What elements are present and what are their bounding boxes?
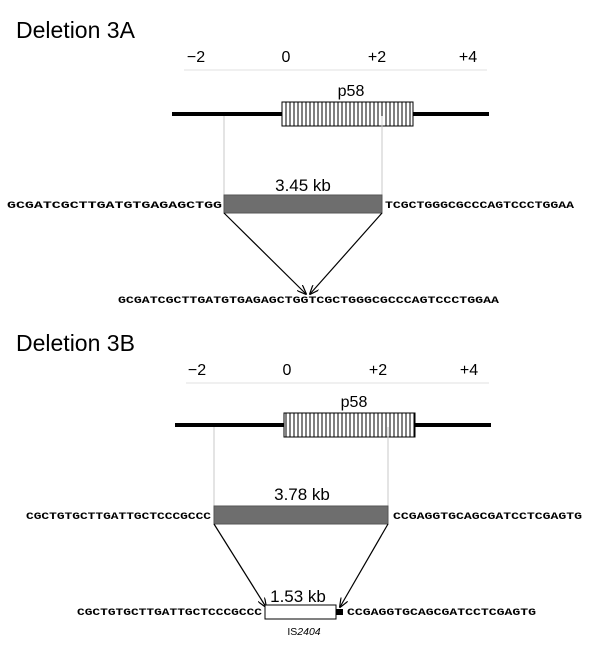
panel-b-insertion-tail bbox=[336, 609, 343, 615]
panel-b-tick-minus2: −2 bbox=[188, 362, 206, 379]
panel-a-arrow-right bbox=[310, 212, 383, 294]
panel-b-gene-label: p58 bbox=[341, 394, 368, 411]
panel-b-genome-map: p58 bbox=[175, 394, 491, 438]
panel-b-tick-plus4: +4 bbox=[460, 362, 478, 379]
panel-b-insertion-box bbox=[264, 604, 337, 620]
panel-b-insertion-name-prefix: IS bbox=[287, 626, 297, 638]
panel-b-arrow-right bbox=[340, 523, 389, 607]
panel-a-deletion: 3.45 kb GCGATCGCTTGATGTGAGAGCTGG TCGCTGG… bbox=[7, 176, 575, 214]
panel-a-tick-0: 0 bbox=[282, 49, 291, 66]
panel-a: Deletion 3A −2 0 +2 +4 p58 3.45 kb GCGAT… bbox=[7, 17, 575, 307]
panel-b-scale: −2 0 +2 +4 bbox=[186, 362, 489, 384]
panel-a-genome-map: p58 bbox=[172, 83, 489, 127]
panel-a-arrow-left bbox=[223, 212, 306, 294]
panel-b-deletion-size: 3.78 kb bbox=[274, 485, 330, 504]
panel-b-title: Deletion 3B bbox=[16, 330, 135, 356]
panel-b-tick-plus2: +2 bbox=[369, 362, 387, 379]
panel-b-deleted-region bbox=[213, 505, 389, 525]
panel-b-insertion-size: 1.53 kb bbox=[270, 587, 326, 606]
panel-a-deletion-size: 3.45 kb bbox=[275, 176, 331, 195]
panel-b-insertion-name: IS2404 bbox=[287, 626, 320, 638]
panel-b-arrows bbox=[213, 523, 389, 607]
panel-b-left-flank: CGCTGTGCTTGATTGCTCCCGCCC bbox=[26, 511, 212, 523]
panel-a-deleted-region bbox=[223, 194, 383, 214]
panel-a-junction-sequence: GCGATCGCTTGATGTGAGAGCTGGTCGCTGGGCGCCCAGT… bbox=[118, 295, 500, 307]
panel-a-tick-plus4: +4 bbox=[459, 49, 477, 66]
panel-b-junction-right: CCGAGGTGCAGCGATCCTCGAGTG bbox=[347, 607, 536, 619]
panel-b: Deletion 3B −2 0 +2 +4 p58 3.78 kb CGCTG… bbox=[16, 330, 582, 638]
panel-b-gene-box bbox=[283, 412, 416, 438]
panel-a-right-flank: TCGCTGGGCGCCCAGTCCCTGGAA bbox=[385, 200, 575, 212]
panel-b-deletion: 3.78 kb CGCTGTGCTTGATTGCTCCCGCCC CCGAGGT… bbox=[26, 485, 582, 525]
panel-a-guides bbox=[223, 116, 383, 195]
panel-a-tick-plus2: +2 bbox=[368, 49, 386, 66]
panel-a-left-flank: GCGATCGCTTGATGTGAGAGCTGG bbox=[7, 200, 222, 212]
panel-a-title: Deletion 3A bbox=[16, 17, 136, 43]
panel-a-tick-minus2: −2 bbox=[187, 49, 205, 66]
panel-a-gene-label: p58 bbox=[338, 83, 365, 100]
panel-b-right-flank: CCGAGGTGCAGCGATCCTCGAGTG bbox=[393, 511, 582, 523]
panel-b-insertion-name-number: 2404 bbox=[296, 626, 321, 638]
panel-a-gene-box bbox=[281, 101, 414, 127]
panel-b-junction: CGCTGTGCTTGATTGCTCCCGCCC 1.53 kb CCGAGGT… bbox=[77, 587, 536, 638]
panel-a-scale: −2 0 +2 +4 bbox=[184, 49, 487, 71]
panel-b-arrow-left bbox=[213, 523, 266, 607]
panel-b-tick-0: 0 bbox=[283, 362, 292, 379]
panel-a-arrows bbox=[223, 212, 383, 294]
panel-b-guides bbox=[213, 427, 389, 506]
panel-b-junction-left: CGCTGTGCTTGATTGCTCCCGCCC bbox=[77, 607, 263, 619]
